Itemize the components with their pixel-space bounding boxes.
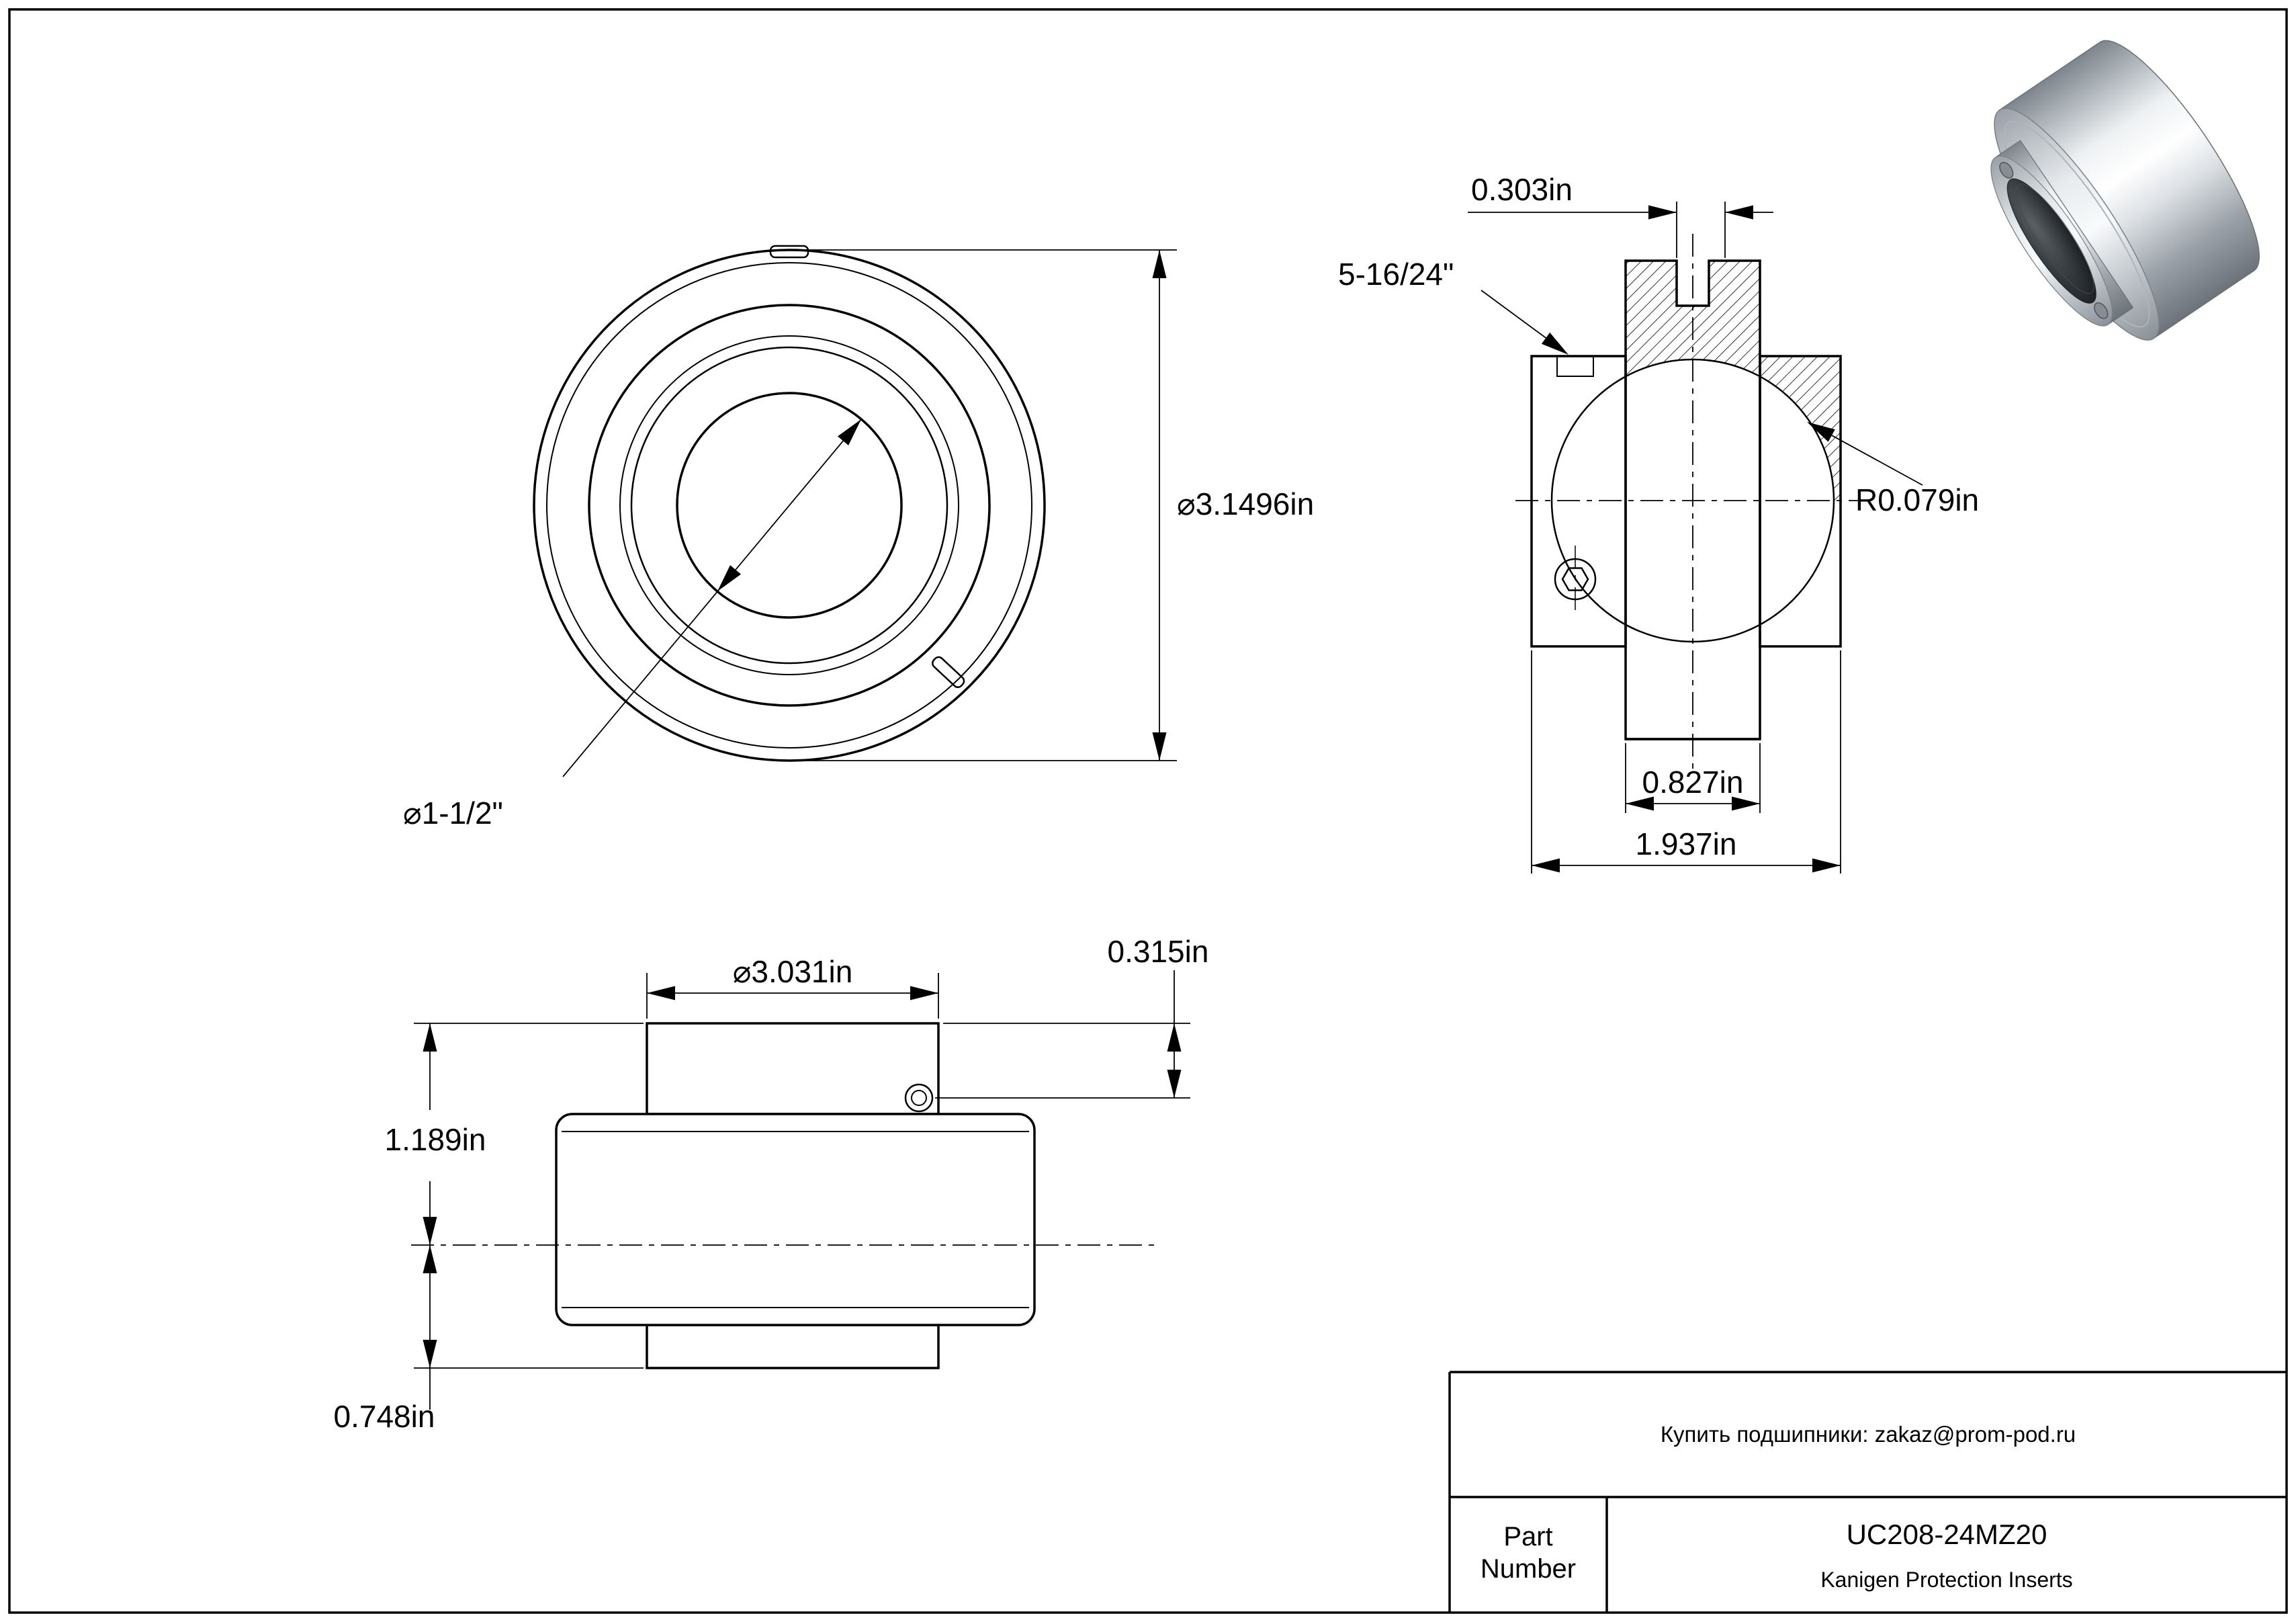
setscrew-lug-top: [769, 245, 809, 259]
screw-offset-dimension-label: 0.315in: [1108, 934, 1209, 969]
outer-ring-side: [555, 1113, 1036, 1326]
outer-width-dimension-label: 0.827in: [1642, 765, 1744, 800]
inner-ring-od-circle: [619, 335, 959, 675]
side-od-dimension-label: ⌀3.031in: [733, 954, 853, 989]
long-end-dimension-label: 1.189in: [385, 1122, 486, 1157]
total-width-dimension-label: 1.937in: [1636, 826, 1737, 861]
setscrew-head-bottom: [2094, 302, 2109, 319]
outer-ring-od-circle: [533, 249, 1046, 762]
short-end-dimension-label: 0.748in: [334, 1399, 435, 1434]
section-view: 0.303in 5-16/24" R0.079in 0.827in 1.937i…: [1338, 172, 1979, 873]
inner-ring-section-left-body: [1532, 356, 1626, 646]
od-dimension-label: ⌀3.1496in: [1177, 486, 1314, 521]
bore-depth-edge: [2015, 183, 2094, 294]
part-description: Kanigen Protection Inserts: [1820, 1568, 2072, 1592]
title-block: Купить подшипники: zakaz@prom-pod.ru Par…: [1448, 1371, 2287, 1613]
isometric-view: [1990, 40, 2260, 341]
bore-hole: [2006, 178, 2096, 304]
bore-dimension-label: ⌀1-1/2": [403, 796, 503, 830]
side-view: ⌀3.031in 0.315in 1.189in 0.748in: [334, 934, 1209, 1434]
setscrew-outer-circle: [904, 1083, 934, 1113]
inner-ring-bottom-end: [646, 1324, 940, 1369]
setscrew-hex-socket: [1561, 567, 1589, 591]
inner-ring-section-right-outline: [1759, 355, 1842, 648]
inner-ring-top-end: [646, 1022, 940, 1115]
outer-ring-inner-circle: [588, 304, 991, 707]
part-number: UC208-24MZ20: [1847, 1519, 2047, 1550]
inner-ring-section-left-outline: [1530, 355, 1627, 648]
setscrew-lug-diagonal: [932, 656, 965, 689]
drawing-border: [8, 8, 2288, 1614]
fillet-label: R0.079in: [1855, 482, 1979, 517]
bore-circle: [676, 392, 903, 619]
part-label-line1: Part: [1503, 1522, 1552, 1551]
part-label-line2: Number: [1481, 1554, 1576, 1584]
offset-dimension-label: 0.303in: [1471, 172, 1573, 207]
thread-label: 5-16/24": [1338, 257, 1454, 292]
inner-ring-edge-circle: [630, 346, 948, 665]
bore-dimension-line: [562, 419, 862, 777]
front-view: ⌀3.1496in ⌀1-1/2": [403, 245, 1314, 830]
setscrew-inner-circle: [911, 1090, 927, 1106]
outer-ring-edge-circle: [546, 262, 1032, 749]
hatch-right-section: [1760, 356, 1841, 501]
setscrew-head-top: [1999, 161, 2014, 179]
supplier-note: Купить подшипники: zakaz@prom-pod.ru: [1661, 1422, 2076, 1447]
